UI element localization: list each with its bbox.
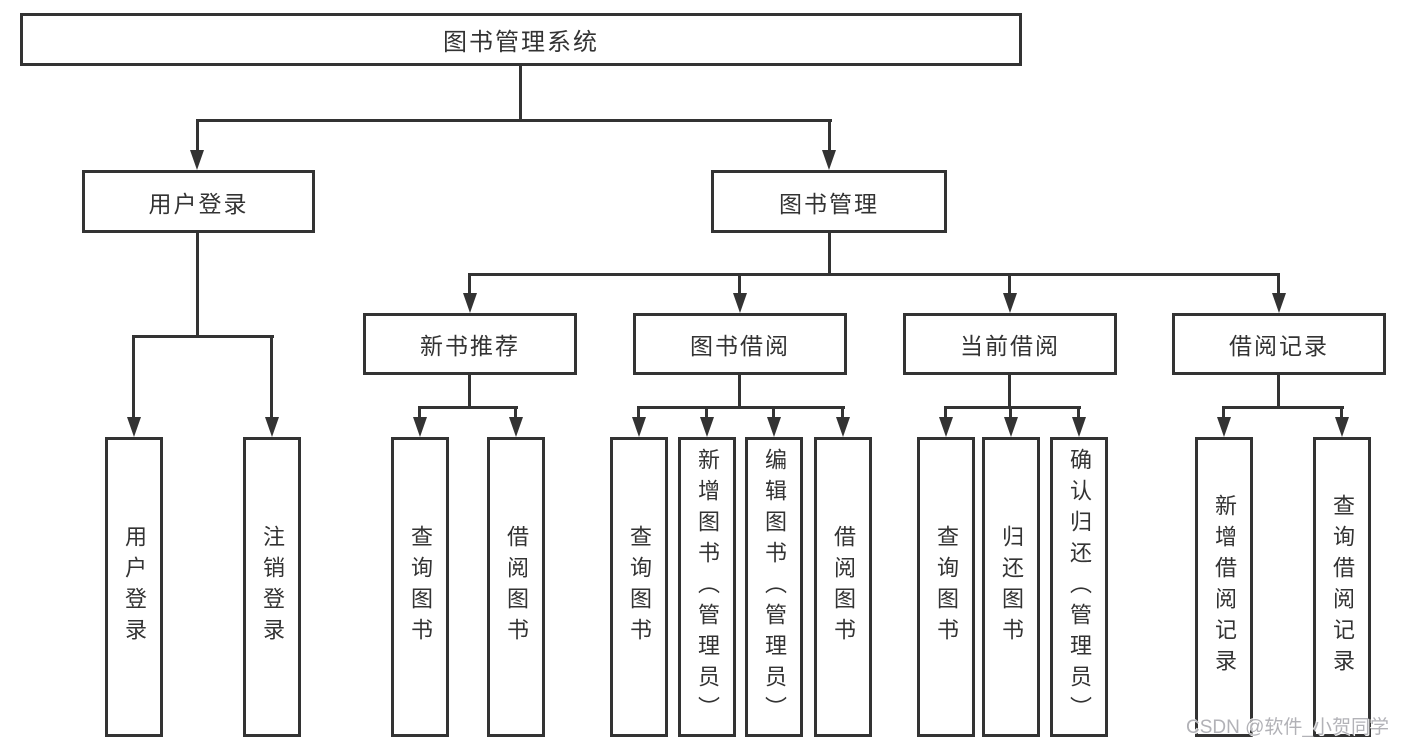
leaf-query-books-recommend-label: 查询图书 <box>408 525 433 649</box>
connector-drop-nbr-query <box>418 406 421 419</box>
connector-book-borrowing-hline <box>637 406 845 409</box>
arrowhead-cb-confirm-icon <box>1072 417 1086 437</box>
arrowhead-nbr-borrow-icon <box>509 417 523 437</box>
node-book-borrowing: 图书借阅 <box>633 313 847 375</box>
leaf-edit-book-admin-label: 编辑图书（管理员） <box>762 447 787 727</box>
arrowhead-bb-borrow-icon <box>836 417 850 437</box>
connector-drop-book-management <box>828 119 831 153</box>
leaf-query-borrow-record-label: 查询借阅记录 <box>1330 494 1355 680</box>
node-new-book-recommend: 新书推荐 <box>363 313 577 375</box>
connector-drop-bb-query <box>637 406 640 419</box>
arrowhead-bb-edit-icon <box>767 417 781 437</box>
connector-root-trunk <box>519 66 522 121</box>
connector-current-borrowing-stub <box>1008 375 1011 408</box>
connector-book-borrowing-stub <box>738 375 741 408</box>
leaf-add-book-admin-label: 新增图书（管理员） <box>695 447 720 727</box>
arrowhead-leaf-user-login-icon <box>127 417 141 437</box>
leaf-query-books-borrowing: 查询图书 <box>610 437 668 737</box>
leaf-borrow-books-borrowing: 借阅图书 <box>814 437 872 737</box>
arrowhead-book-management-icon <box>822 150 836 170</box>
connector-drop-cb-query <box>944 406 947 419</box>
connector-drop-bb-add <box>705 406 708 419</box>
connector-borrowing-records-hline <box>1222 406 1344 409</box>
connector-user-login-hline <box>132 335 274 338</box>
leaf-confirm-return-admin-label: 确认归还（管理员） <box>1067 447 1092 727</box>
leaf-return-book: 归还图书 <box>982 437 1040 737</box>
leaf-return-book-label: 归还图书 <box>999 525 1024 649</box>
arrowhead-cb-query-icon <box>939 417 953 437</box>
connector-drop-current-borrowing <box>1008 273 1011 295</box>
leaf-user-login: 用户登录 <box>105 437 163 737</box>
arrowhead-cb-return-icon <box>1004 417 1018 437</box>
arrowhead-current-borrowing-icon <box>1003 293 1017 313</box>
arrowhead-leaf-logout-icon <box>265 417 279 437</box>
leaf-query-books-current: 查询图书 <box>917 437 975 737</box>
arrowhead-bb-add-icon <box>700 417 714 437</box>
connector-drop-new-book-recommend <box>468 273 471 295</box>
connector-drop-leaf-logout <box>270 335 273 419</box>
connector-drop-book-borrowing <box>738 273 741 295</box>
leaf-query-books-borrowing-label: 查询图书 <box>627 525 652 649</box>
leaf-logout-label: 注销登录 <box>260 525 285 649</box>
arrowhead-book-borrowing-icon <box>733 293 747 313</box>
leaf-borrow-books-borrowing-label: 借阅图书 <box>831 525 856 649</box>
leaf-add-borrow-record: 新增借阅记录 <box>1195 437 1253 737</box>
node-current-borrowing: 当前借阅 <box>903 313 1117 375</box>
connector-drop-cb-confirm <box>1077 406 1080 419</box>
leaf-query-books-recommend: 查询图书 <box>391 437 449 737</box>
connector-drop-cb-return <box>1009 406 1012 419</box>
arrowhead-bb-query-icon <box>632 417 646 437</box>
arrowhead-borrowing-records-icon <box>1272 293 1286 313</box>
connector-drop-leaf-user-login <box>132 335 135 419</box>
arrowhead-br-query-icon <box>1335 417 1349 437</box>
connector-drop-bb-borrow <box>841 406 844 419</box>
leaf-add-book-admin: 新增图书（管理员） <box>678 437 736 737</box>
leaf-add-borrow-record-label: 新增借阅记录 <box>1212 494 1237 680</box>
connector-drop-borrowing-records <box>1277 273 1280 295</box>
connector-drop-bb-edit <box>772 406 775 419</box>
leaf-user-login-label: 用户登录 <box>122 525 147 649</box>
arrowhead-br-add-icon <box>1217 417 1231 437</box>
connector-drop-br-add <box>1222 406 1225 419</box>
watermark: CSDN @软件_小贺同学 <box>1186 717 1389 738</box>
connector-drop-nbr-borrow <box>514 406 517 419</box>
connector-user-login-stub <box>196 233 199 337</box>
node-library-management-system: 图书管理系统 <box>20 13 1022 66</box>
arrowhead-user-login-icon <box>190 150 204 170</box>
leaf-logout: 注销登录 <box>243 437 301 737</box>
leaf-borrow-books-recommend: 借阅图书 <box>487 437 545 737</box>
node-book-management: 图书管理 <box>711 170 947 233</box>
connector-level2-hline <box>196 119 832 122</box>
connector-drop-user-login <box>196 119 199 153</box>
leaf-query-borrow-record: 查询借阅记录 <box>1313 437 1371 737</box>
connector-level3-hline <box>468 273 1280 276</box>
connector-current-borrowing-hline <box>944 406 1081 409</box>
node-borrowing-records: 借阅记录 <box>1172 313 1386 375</box>
node-user-login: 用户登录 <box>82 170 315 233</box>
arrowhead-nbr-query-icon <box>413 417 427 437</box>
leaf-confirm-return-admin: 确认归还（管理员） <box>1050 437 1108 737</box>
connector-new-book-recommend-stub <box>468 375 471 408</box>
leaf-edit-book-admin: 编辑图书（管理员） <box>745 437 803 737</box>
arrowhead-new-book-recommend-icon <box>463 293 477 313</box>
leaf-query-books-current-label: 查询图书 <box>934 525 959 649</box>
connector-drop-br-query <box>1340 406 1343 419</box>
connector-new-book-recommend-hline <box>418 406 518 409</box>
connector-book-management-stub <box>828 233 831 276</box>
connector-borrowing-records-stub <box>1277 375 1280 408</box>
leaf-borrow-books-recommend-label: 借阅图书 <box>504 525 529 649</box>
